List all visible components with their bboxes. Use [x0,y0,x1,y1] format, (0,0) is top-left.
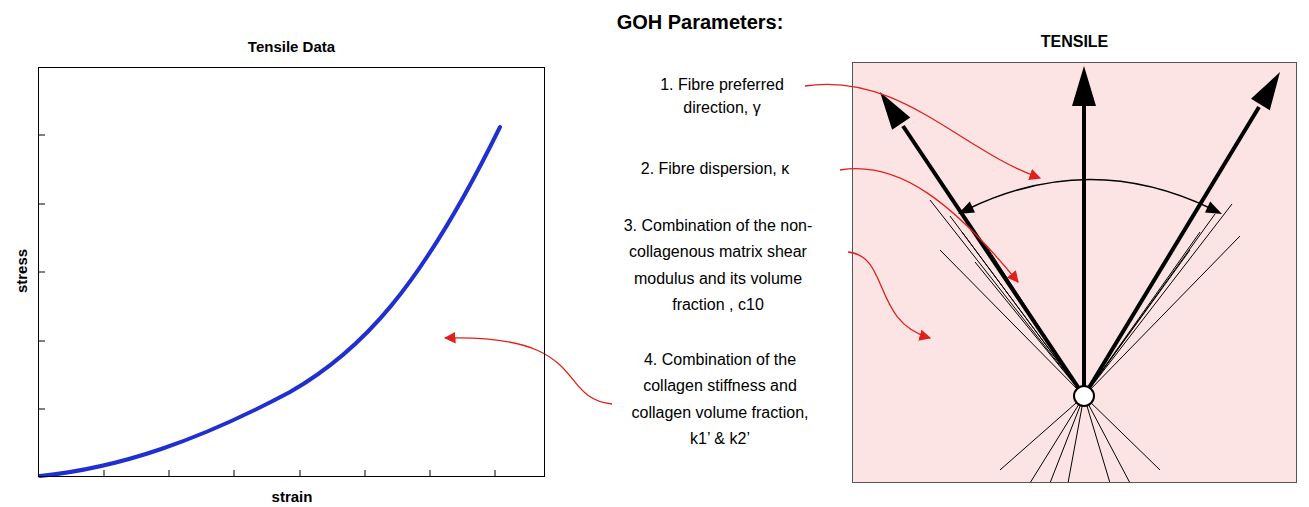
fibre-arrows [880,66,1280,406]
section-heading: GOH Parameters: [580,10,820,34]
parameter-item: 3. Combination of the non-collagenous ma… [620,213,816,319]
axis-label: strain [242,488,342,506]
tissue-panel: TENSILE [852,62,1297,483]
panel-title: TENSILE [853,33,1296,51]
axis-label: stress [13,231,31,311]
panel-title: Tensile Data [39,38,544,55]
axis-ticks [38,135,495,477]
tensile-curve [40,127,500,476]
parameter-item: 2. Fibre dispersion, κ [625,157,805,180]
parameter-item: 4. Combination of the collagen stiffness… [624,347,816,453]
parameter-item: 1. Fibre preferred direction, γ [632,73,812,119]
tissue-panel-fill [852,62,1297,483]
chart-frame: Tensile Data [38,67,545,477]
